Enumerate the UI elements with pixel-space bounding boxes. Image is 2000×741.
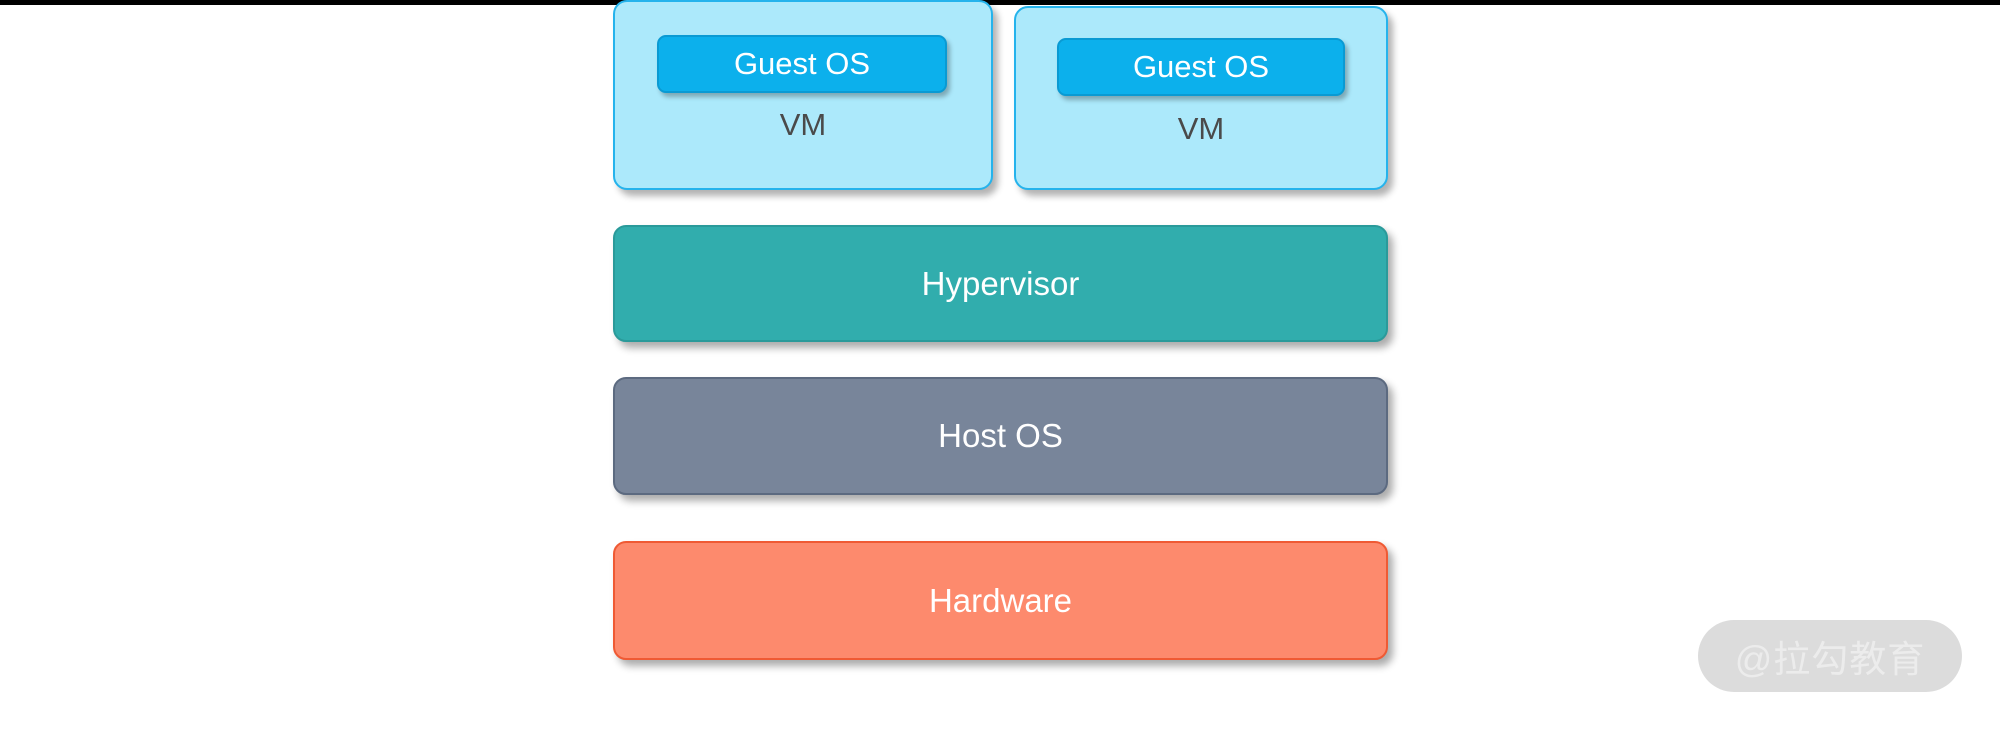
watermark-badge: @拉勾教育 [1698, 620, 1962, 692]
guest-os-box-1[interactable]: Guest OS [657, 35, 947, 93]
top-black-bar [0, 0, 2000, 5]
vm-label-2: VM [1177, 111, 1225, 146]
guest-os-box-2[interactable]: Guest OS [1057, 38, 1345, 96]
vm-container-1[interactable]: Guest OS VM [613, 0, 993, 190]
layer-hypervisor[interactable]: Hypervisor [613, 225, 1388, 342]
layer-host-os[interactable]: Host OS [613, 377, 1388, 495]
vm-label-1: VM [779, 107, 827, 142]
vm-container-2[interactable]: Guest OS VM [1014, 6, 1388, 190]
layer-hardware[interactable]: Hardware [613, 541, 1388, 660]
